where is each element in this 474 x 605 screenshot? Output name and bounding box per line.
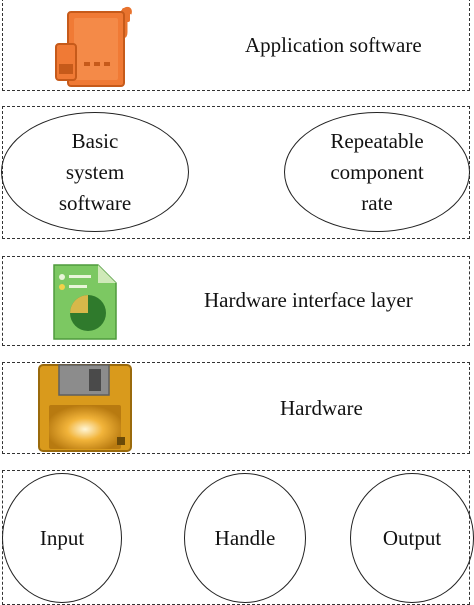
hardware-interface-layer-label: Hardware interface layer [204, 288, 413, 312]
hardware-label: Hardware [280, 396, 363, 420]
output-ellipse: Output [350, 473, 474, 603]
pie-chart-document-icon [52, 263, 118, 341]
ellipse-text-line: rate [361, 190, 393, 215]
basic-system-software-ellipse: Basic system software [1, 112, 189, 232]
usb-drive-icon [48, 2, 138, 90]
ellipse-text-line: component [330, 159, 424, 184]
floppy-disk-icon [37, 363, 133, 453]
input-ellipse: Input [2, 473, 122, 603]
repeatable-component-rate-ellipse: Repeatable component rate [284, 112, 470, 232]
application-software-layer [2, 0, 470, 91]
application-software-label: Application software [245, 33, 422, 57]
ellipse-text-line: Repeatable [330, 128, 424, 153]
ellipse-text-line: Basic [71, 128, 119, 153]
hardware-layer [2, 362, 470, 454]
output-label: Output [382, 525, 442, 550]
input-label: Input [39, 525, 85, 550]
hardware-interface-layer [2, 256, 470, 346]
ellipse-text-line: software [58, 190, 132, 215]
handle-label: Handle [214, 525, 276, 550]
ellipse-text-line: system [65, 159, 125, 184]
handle-ellipse: Handle [184, 473, 306, 603]
